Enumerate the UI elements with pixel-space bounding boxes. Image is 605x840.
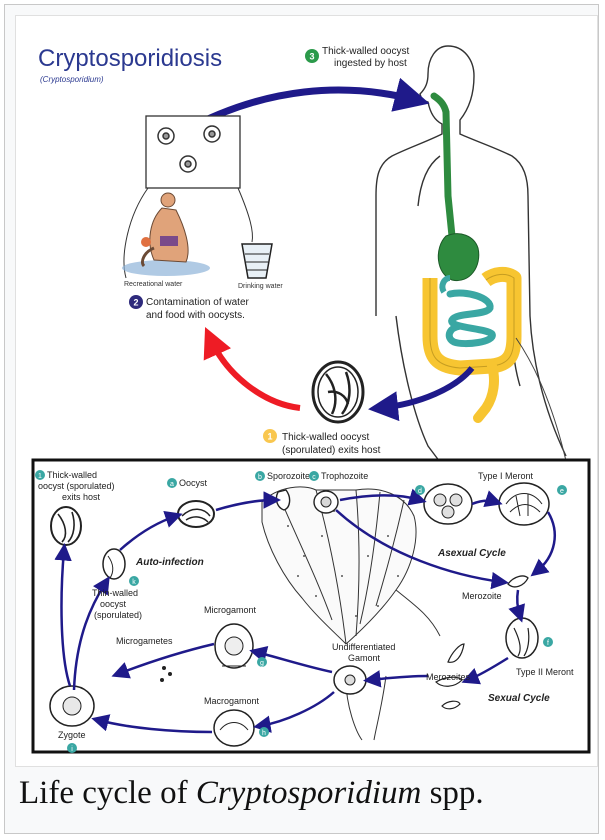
- life-cycle-figure: Cryptosporidiosis (Cryptosporidium): [15, 15, 598, 767]
- label-sporozoite: Sporozoite: [267, 471, 310, 481]
- caption-prefix: Life cycle of: [19, 775, 196, 811]
- life-cycle-diagram: Cryptosporidiosis (Cryptosporidium): [16, 16, 599, 768]
- stage-i-zygote: [50, 686, 94, 726]
- diagram-subtitle: (Cryptosporidium): [40, 75, 104, 84]
- stage-k-thin-walled-oocyst: [103, 549, 125, 579]
- recreational-water-label: Recreational water: [124, 281, 183, 288]
- badge-k-text: k: [132, 579, 136, 586]
- label-asexual-cycle: Asexual Cycle: [437, 548, 506, 559]
- label-thin-walled: Thin-walled: [92, 588, 138, 598]
- badge-a-text: a: [170, 481, 174, 488]
- arrow-contamination: [210, 338, 300, 408]
- image-frame: Cryptosporidiosis (Cryptosporidium): [4, 4, 599, 834]
- stage-1-exit: [51, 507, 81, 545]
- figure-caption: Life cycle of Cryptosporidium spp.: [19, 775, 484, 812]
- badge-f-text: f: [547, 640, 549, 647]
- step-3-line2: ingested by host: [334, 58, 407, 69]
- badge-c-text: c: [312, 474, 316, 481]
- stage-e-type-1-meront-mature: [499, 483, 549, 525]
- label-auto-infection: Auto-infection: [135, 557, 204, 568]
- step-2-line1: Contamination of water: [146, 297, 250, 308]
- step-2-number: 2: [133, 298, 138, 308]
- label-sporulated: (sporulated): [94, 610, 142, 620]
- badge-g-text: g: [260, 660, 264, 667]
- inset-exit-line1: Thick-walled: [47, 470, 97, 480]
- label-macrogamont: Macrogamont: [204, 696, 260, 706]
- step-3-line1: Thick-walled oocyst: [322, 46, 409, 57]
- label-microgamont: Microgamont: [204, 605, 257, 615]
- inset-exit-line3: exits host: [62, 492, 101, 502]
- label-type-2-meront: Type II Meront: [516, 667, 574, 677]
- step-1-line2: (sporulated) exits host: [282, 445, 381, 456]
- step-3-label: 3 Thick-walled oocyst ingested by host: [305, 46, 409, 69]
- drinking-glass-illustration: [242, 244, 272, 278]
- drinking-water-label: Drinking water: [238, 283, 283, 290]
- label-zygote: Zygote: [58, 730, 86, 740]
- microscope-slide: [146, 116, 240, 188]
- step-3-number: 3: [309, 52, 314, 62]
- step-1-line1: Thick-walled oocyst: [282, 432, 369, 443]
- stage-a-oocyst: [178, 501, 214, 527]
- label-merozoites: Merozoites: [426, 672, 471, 682]
- caption-genus: Cryptosporidium: [196, 775, 422, 811]
- badge-e-text: e: [560, 488, 564, 495]
- step-2-line2: and food with oocysts.: [146, 310, 245, 321]
- badge-1-text: 1: [38, 473, 42, 480]
- stage-h-macrogamont: [214, 710, 254, 746]
- stage-d-type-1-meront: [424, 484, 472, 524]
- stage-g-microgamont: [215, 624, 253, 668]
- inset-exit-line2: oocyst (sporulated): [38, 481, 115, 491]
- badge-b-text: b: [258, 474, 262, 481]
- badge-d-text: d: [418, 488, 422, 495]
- label-gamont: Gamont: [348, 653, 381, 663]
- label-sexual-cycle: Sexual Cycle: [488, 693, 550, 704]
- thick-walled-oocyst-illustration: [313, 362, 363, 422]
- label-thin-walled-oocyst: oocyst: [100, 599, 127, 609]
- label-merozoite: Merozoite: [462, 591, 502, 601]
- contamination-panel: Recreational water Drinking water 2 Cont…: [122, 116, 283, 321]
- label-trophozoite: Trophozoite: [321, 471, 368, 481]
- stage-f-type-2-meront: [506, 618, 538, 658]
- stage-c-trophozoite: [314, 491, 338, 513]
- label-type-1-meront: Type I Meront: [478, 471, 534, 481]
- badge-h-text: h: [262, 730, 266, 737]
- stage-undifferentiated-gamont: [334, 666, 366, 694]
- diagram-title: Cryptosporidiosis: [38, 45, 222, 72]
- step-1-number: 1: [267, 432, 272, 442]
- caption-suffix: spp.: [421, 775, 483, 811]
- label-oocyst: Oocyst: [179, 478, 208, 488]
- label-undifferentiated: Undifferentiated: [332, 642, 395, 652]
- label-microgametes: Microgametes: [116, 636, 173, 646]
- swimmer-illustration: [122, 193, 210, 276]
